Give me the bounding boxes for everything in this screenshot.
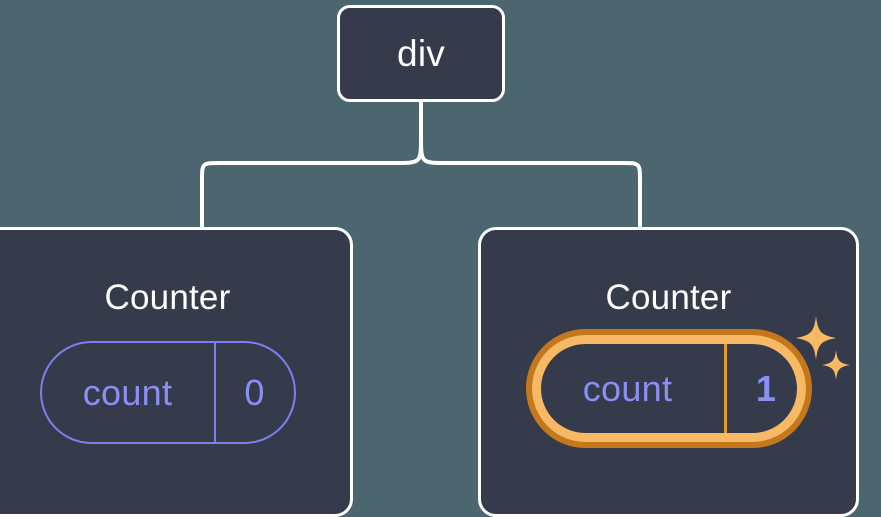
node-div[interactable]: div — [337, 5, 505, 102]
node-counter-right[interactable]: Counter count 1 — [478, 227, 859, 517]
connector-to-counter-left — [200, 136, 423, 227]
component-tree-diagram: div Counter count 0 Counter count 1 — [0, 5, 859, 517]
state-key-right: count — [582, 367, 673, 409]
node-counter-left-label: Counter — [104, 278, 231, 317]
state-value-left: 0 — [213, 343, 294, 442]
state-pill-count-right[interactable]: count 1 — [525, 329, 812, 448]
node-counter-right-label: Counter — [605, 278, 732, 317]
node-counter-left[interactable]: Counter count 0 — [0, 227, 353, 517]
connector-to-counter-right — [419, 136, 642, 227]
state-value-right: 1 — [723, 335, 806, 442]
state-pill-wrapper-right: count 1 — [525, 315, 812, 448]
state-pill-wrapper-left: count 0 — [39, 315, 296, 444]
node-div-label: div — [397, 33, 445, 74]
state-pill-count-left[interactable]: count 0 — [39, 341, 296, 444]
state-key-left: count — [82, 371, 173, 413]
